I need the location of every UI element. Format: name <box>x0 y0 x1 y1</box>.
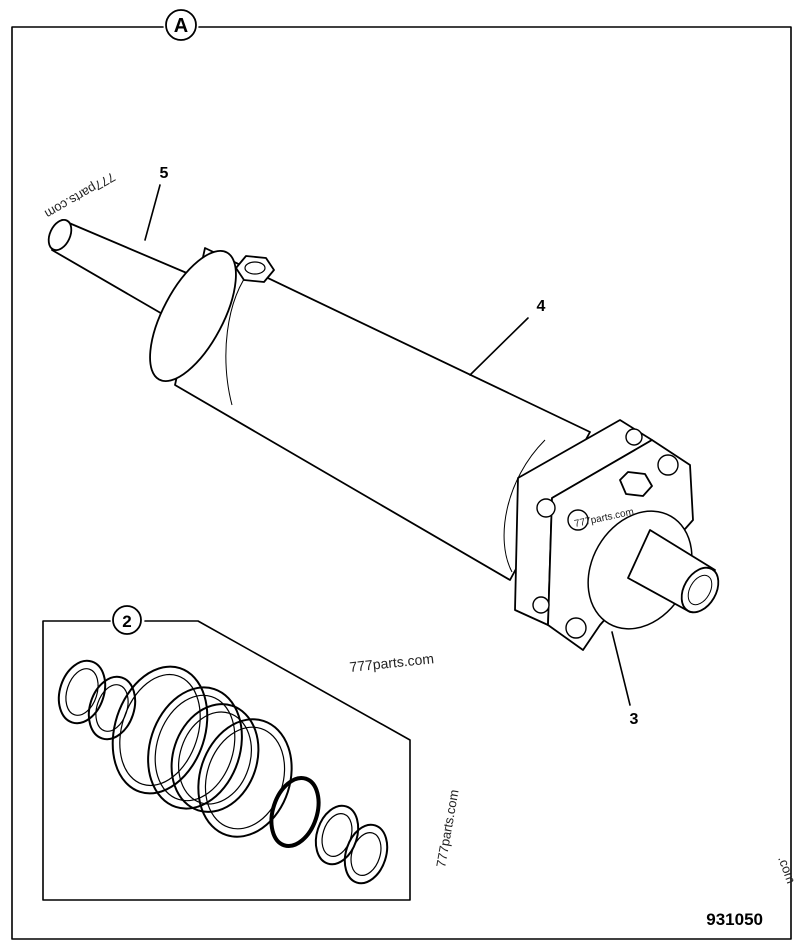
cylinder-barrel <box>149 247 591 581</box>
section-marker: A <box>165 9 197 41</box>
watermark-inset-side: 777parts.com <box>433 788 461 868</box>
port-bolt <box>235 255 275 283</box>
drawing-number: 931050 <box>706 910 763 929</box>
rod-end <box>627 529 720 614</box>
leader-line-cylinder <box>469 317 529 376</box>
inset-frame <box>42 620 411 901</box>
seal-kit-inset: 2 <box>42 605 411 901</box>
callout-5: 5 <box>160 165 169 182</box>
diagram-frame <box>11 26 792 940</box>
section-marker-label: A <box>174 15 188 37</box>
watermark-rod: 777parts.com <box>42 169 118 221</box>
leader-line-head <box>611 631 631 706</box>
cylinder-assembly <box>47 184 720 706</box>
inset-callout-marker: 2 <box>112 605 142 635</box>
callout-3: 3 <box>630 711 639 728</box>
seal-rings <box>57 659 389 885</box>
watermark-center: 777parts.com <box>349 650 435 675</box>
leader-line-rod <box>144 184 161 241</box>
callout-2: 2 <box>122 612 131 631</box>
watermark-edge: .com <box>775 854 799 886</box>
callout-4: 4 <box>537 298 546 315</box>
